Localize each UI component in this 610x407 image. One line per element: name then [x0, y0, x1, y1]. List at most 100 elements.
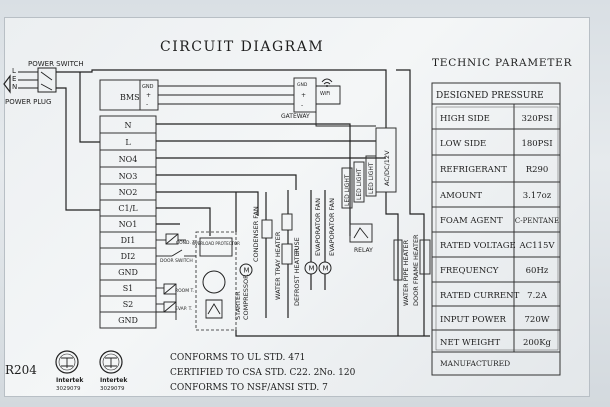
- bms-pin-minus: -: [146, 101, 148, 108]
- cert-brand-2: Intertek: [100, 377, 128, 384]
- param-label-low-side: LOW SIDE: [440, 139, 486, 149]
- wifi-label: WiFi: [320, 91, 330, 97]
- condenser-fan-motor-icon: [239, 263, 253, 277]
- evaporator-fan-1-m: M: [309, 265, 315, 273]
- evaporator-fan-2-m: M: [323, 265, 329, 273]
- terminal-gnd-2: GND: [118, 316, 138, 325]
- water-pipe-heater-element: [393, 239, 403, 281]
- terminal-s2: S2: [123, 300, 134, 309]
- relay-label: RELAY: [354, 247, 373, 254]
- room-t-label: ROOM T.: [175, 288, 194, 294]
- param-value-foam-agent: C-PENTANE: [515, 217, 559, 225]
- overload-protector: [199, 237, 233, 257]
- param-label-input-power: INPUT POWER: [440, 315, 507, 325]
- door-switch-label: DOOR SWITCH: [160, 258, 193, 264]
- line-label-l: L: [12, 67, 16, 75]
- power-plug-label: POWER PLUG: [5, 98, 51, 106]
- condenser-fan-motor-m: M: [244, 267, 250, 275]
- param-value-input-power: 720W: [525, 315, 550, 325]
- door-switch-icon: [156, 249, 196, 257]
- terminal-s1: S1: [123, 284, 134, 293]
- bms-pin-plus: +: [146, 92, 151, 99]
- cert-brand-1: Intertek: [56, 377, 84, 384]
- starter-compressor-label: STARTERCOMPRESSOR: [234, 274, 250, 320]
- led-light-2: [353, 161, 365, 203]
- conformity-line-3: CONFORMS TO NSF/ANSI STD. 7: [170, 383, 328, 393]
- evaporator-fan-label-2: EVAPORATOR FAN: [328, 198, 336, 256]
- cert-number-2: 3029079: [100, 386, 125, 392]
- door-frame-heater-element: [419, 239, 431, 275]
- gateway-pin-plus: +: [301, 92, 306, 99]
- line-label-e: E: [12, 75, 16, 83]
- gateway-module: [293, 77, 317, 113]
- param-label-rated-current: RATED CURRENT: [440, 291, 520, 301]
- evap-t-sensor: [156, 301, 177, 313]
- water-tray-heater-label: WATER TRAY HEATER: [274, 231, 282, 300]
- terminal-di1: DI1: [121, 236, 136, 245]
- terminal-c1l: C1/L: [118, 204, 138, 213]
- evaporator-fan-label-1: EVAPORATOR FAN: [314, 198, 322, 256]
- etl-certification-icon-2: [99, 350, 123, 374]
- compressor-motor-icon: [202, 270, 226, 319]
- terminal-no4: NO4: [119, 155, 138, 164]
- terminal-n: N: [125, 121, 132, 130]
- param-value-net-weight: 200Kg: [523, 338, 552, 348]
- cert-number-1: 3029079: [56, 386, 81, 392]
- ac-dc-driver-label: AC/DC/12V: [383, 150, 391, 186]
- parameter-table: [431, 82, 561, 376]
- cond-t-label: COND. T.: [176, 240, 196, 246]
- gateway-pin-minus: -: [301, 102, 303, 109]
- water-tray-heater-element: [261, 219, 273, 239]
- param-value-frequency: 60Hz: [526, 266, 549, 276]
- param-label-foam-agent: FOAM AGENT: [440, 216, 503, 226]
- param-value-amount: 3.17oz: [523, 191, 552, 201]
- model-number: R204: [5, 363, 37, 377]
- diagram-title: CIRCUIT DIAGRAM: [160, 39, 324, 55]
- defrost-heater-element: [281, 243, 293, 265]
- led-light-1: [341, 167, 353, 209]
- door-frame-heater-label: DOOR FRAME HEATER: [412, 234, 420, 306]
- conformity-line-1: CONFORMS TO UL STD. 471: [170, 353, 305, 363]
- terminal-no2: NO2: [119, 188, 138, 197]
- conformity-line-2: CERTIFIED TO CSA STD. C22. 2No. 120: [170, 368, 356, 378]
- parameter-title: TECHNIC PARAMETER: [432, 57, 573, 69]
- terminal-no1: NO1: [119, 220, 138, 229]
- terminal-gnd: GND: [118, 268, 138, 277]
- param-value-rated-voltage: AC115V: [518, 241, 555, 251]
- compressor-assembly: [195, 231, 237, 331]
- cond-t-sensor: [156, 233, 186, 245]
- terminal-no3: NO3: [119, 172, 138, 181]
- param-label-refrigerant: REFRIGERANT: [440, 165, 507, 175]
- led-light-1-label: LED LIGHT: [344, 174, 351, 206]
- condenser-fan-label: CONDENSER FAN: [252, 206, 260, 262]
- water-pipe-heater-label: WATER PIPE HEATER: [402, 239, 410, 306]
- param-label-frequency: FREQUENCY: [440, 266, 499, 276]
- line-label-n: N: [12, 83, 17, 91]
- param-label-amount: AMOUNT: [439, 191, 482, 201]
- power-switch-icon: [37, 67, 57, 93]
- etl-certification-icon-1: [55, 350, 79, 374]
- fuse-element: [281, 213, 293, 231]
- bms-label: BMS: [120, 93, 140, 102]
- led-light-2-label: LED LIGHT: [356, 168, 363, 200]
- led-light-3-label: LED LIGHT: [368, 162, 375, 194]
- param-label-manufactured: MANUFACTURED: [440, 359, 510, 368]
- param-label-rated-voltage: RATED VOLTAGE: [440, 241, 516, 251]
- parameter-header: DESIGNED PRESSURE: [436, 91, 544, 101]
- overload-label: OVERLOAD PROTECTOR: [192, 241, 240, 246]
- param-value-low-side: 180PSI: [521, 139, 552, 149]
- param-label-high-side: HIGH SIDE: [440, 114, 490, 124]
- param-value-refrigerant: R290: [526, 165, 549, 175]
- fuse-label: FUSE: [293, 237, 301, 254]
- evap-t-label: EVAP. T.: [175, 306, 192, 312]
- terminal-l: L: [125, 138, 131, 147]
- terminal-block: [99, 115, 157, 329]
- gateway-label: GATEWAY: [281, 113, 310, 120]
- terminal-di2: DI2: [121, 252, 136, 261]
- power-switch-label: POWER SWITCH: [28, 60, 84, 68]
- gateway-pin-gnd: GND: [297, 82, 308, 88]
- param-value-rated-current: 7.2A: [527, 291, 548, 301]
- relay: [349, 223, 373, 243]
- power-plug-icon: [3, 71, 38, 94]
